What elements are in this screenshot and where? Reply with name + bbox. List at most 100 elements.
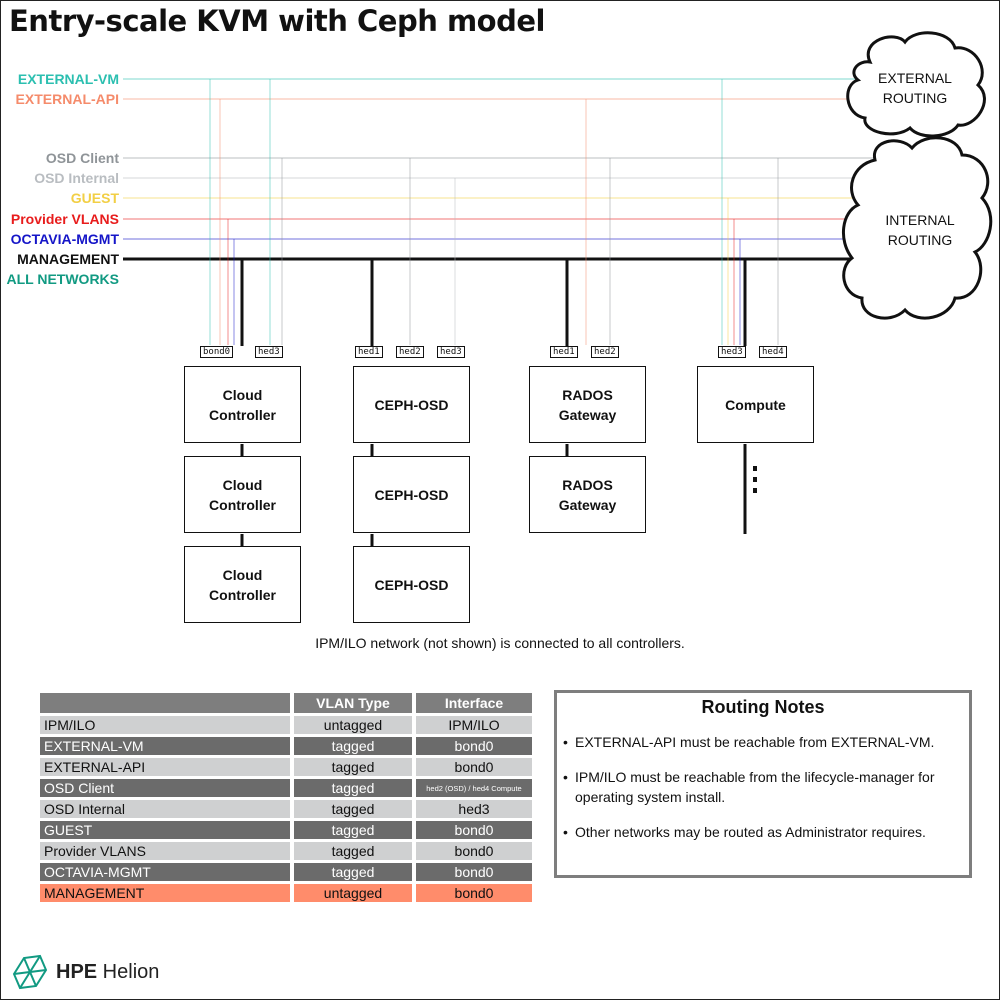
brand-bold: HPE	[56, 960, 98, 983]
external-routing-cloud	[846, 31, 986, 138]
routing-notes-list: EXTERNAL-API must be reachable from EXTE…	[557, 732, 969, 842]
network-label: MANAGEMENT	[17, 251, 119, 267]
network-label: GUEST	[70, 190, 119, 206]
network-label: OSD Client	[45, 150, 119, 166]
vlan-type-cell: untagged	[294, 884, 412, 902]
routing-note-item: Other networks may be routed as Administ…	[563, 822, 963, 842]
internal-routing-line2: ROUTING	[887, 232, 953, 248]
network-label: ALL NETWORKS	[6, 271, 119, 287]
vlan-table-header: VLAN Type Interface	[40, 693, 532, 713]
internal-routing-label: INTERNAL ROUTING	[864, 210, 976, 250]
server-node-label-line: Controller	[209, 496, 276, 513]
interface-tag: bond0	[200, 346, 234, 358]
page-title: Entry-scale KVM with Ceph model	[9, 4, 545, 38]
routing-notes-panel: Routing Notes EXTERNAL-API must be reach…	[554, 690, 972, 878]
server-node: RADOS Gateway	[529, 456, 646, 533]
vlan-type-cell: tagged	[294, 779, 412, 797]
ipmi-note: IPM/ILO network (not shown) is connected…	[315, 635, 685, 651]
server-node-label-line: CEPH-OSD	[374, 576, 449, 593]
server-node-label-line: Gateway	[558, 496, 617, 513]
vlan-interface-cell: IPM/ILO	[416, 716, 532, 734]
server-node-label-line: Cloud	[222, 386, 263, 403]
vlan-type-cell: tagged	[294, 821, 412, 839]
brand-text: HPE Helion	[56, 961, 159, 984]
server-node: CEPH-OSD	[353, 456, 470, 533]
routing-clouds	[841, 31, 993, 320]
external-routing-line2: ROUTING	[882, 90, 948, 106]
vlan-interface-cell: hed2 (OSD) / hed4 Compute	[416, 779, 532, 797]
server-node: CEPH-OSD	[353, 546, 470, 623]
vlan-type-cell: tagged	[294, 863, 412, 881]
vlan-interface-cell: bond0	[416, 884, 532, 902]
more-compute-dot	[753, 477, 757, 482]
server-node-label: CEPH-OSD	[375, 575, 449, 595]
vlan-interface-cell: bond0	[416, 821, 532, 839]
vlan-name-cell: OSD Internal	[40, 800, 290, 818]
interface-tag: hed3	[718, 346, 746, 358]
internal-routing-line1: INTERNAL	[885, 212, 955, 228]
vlan-name-cell: MANAGEMENT	[40, 884, 290, 902]
routing-note-item: EXTERNAL-API must be reachable from EXTE…	[563, 732, 963, 752]
interface-tag: hed1	[355, 346, 383, 358]
vlan-name-cell: GUEST	[40, 821, 290, 839]
server-node-label-line: Controller	[209, 406, 276, 423]
interface-tag: hed3	[437, 346, 465, 358]
server-node-label: CEPH-OSD	[375, 485, 449, 505]
interface-tag: hed4	[759, 346, 787, 358]
server-node-label-line: Cloud	[222, 566, 263, 583]
network-label: OCTAVIA-MGMT	[10, 231, 119, 247]
more-compute-dot	[753, 488, 757, 493]
vlan-interface-cell: hed3	[416, 800, 532, 818]
interface-tag: hed1	[550, 346, 578, 358]
server-node-label-line: RADOS	[562, 386, 613, 403]
vlan-interface-cell: bond0	[416, 842, 532, 860]
interface-tag: hed2	[396, 346, 424, 358]
vlan-interface-cell: bond0	[416, 737, 532, 755]
server-node: CEPH-OSD	[353, 366, 470, 443]
vlan-name-cell: Provider VLANS	[40, 842, 290, 860]
external-routing-line1: EXTERNAL	[878, 70, 952, 86]
server-node-label-line: RADOS	[562, 476, 613, 493]
server-node-label: CEPH-OSD	[375, 395, 449, 415]
network-label: Provider VLANS	[10, 211, 119, 227]
server-node-label-line: Cloud	[222, 476, 263, 493]
server-node: Compute	[697, 366, 814, 443]
interface-tag: hed2	[591, 346, 619, 358]
brand-rest: Helion	[97, 960, 160, 983]
network-lines	[123, 78, 880, 546]
network-label: EXTERNAL-API	[15, 91, 119, 107]
server-node-label-line: Compute	[725, 396, 786, 413]
vlan-type-cell: tagged	[294, 800, 412, 818]
header-network	[40, 693, 290, 713]
vlan-name-cell: EXTERNAL-VM	[40, 737, 290, 755]
vlan-name-cell: EXTERNAL-API	[40, 758, 290, 776]
internal-routing-cloud	[841, 136, 993, 320]
header-vlan-type: VLAN Type	[294, 693, 412, 713]
server-node-label-line: CEPH-OSD	[374, 396, 449, 413]
vlan-type-cell: tagged	[294, 758, 412, 776]
network-label: OSD Internal	[34, 170, 119, 186]
header-interface: Interface	[416, 693, 532, 713]
hpe-helion-brand: HPE Helion	[10, 952, 159, 992]
server-node-label-line: CEPH-OSD	[374, 486, 449, 503]
vlan-type-cell: tagged	[294, 842, 412, 860]
vlan-name-cell: OCTAVIA-MGMT	[40, 863, 290, 881]
vlan-type-cell: tagged	[294, 737, 412, 755]
network-label: EXTERNAL-VM	[17, 71, 119, 87]
interface-tag: hed3	[255, 346, 283, 358]
